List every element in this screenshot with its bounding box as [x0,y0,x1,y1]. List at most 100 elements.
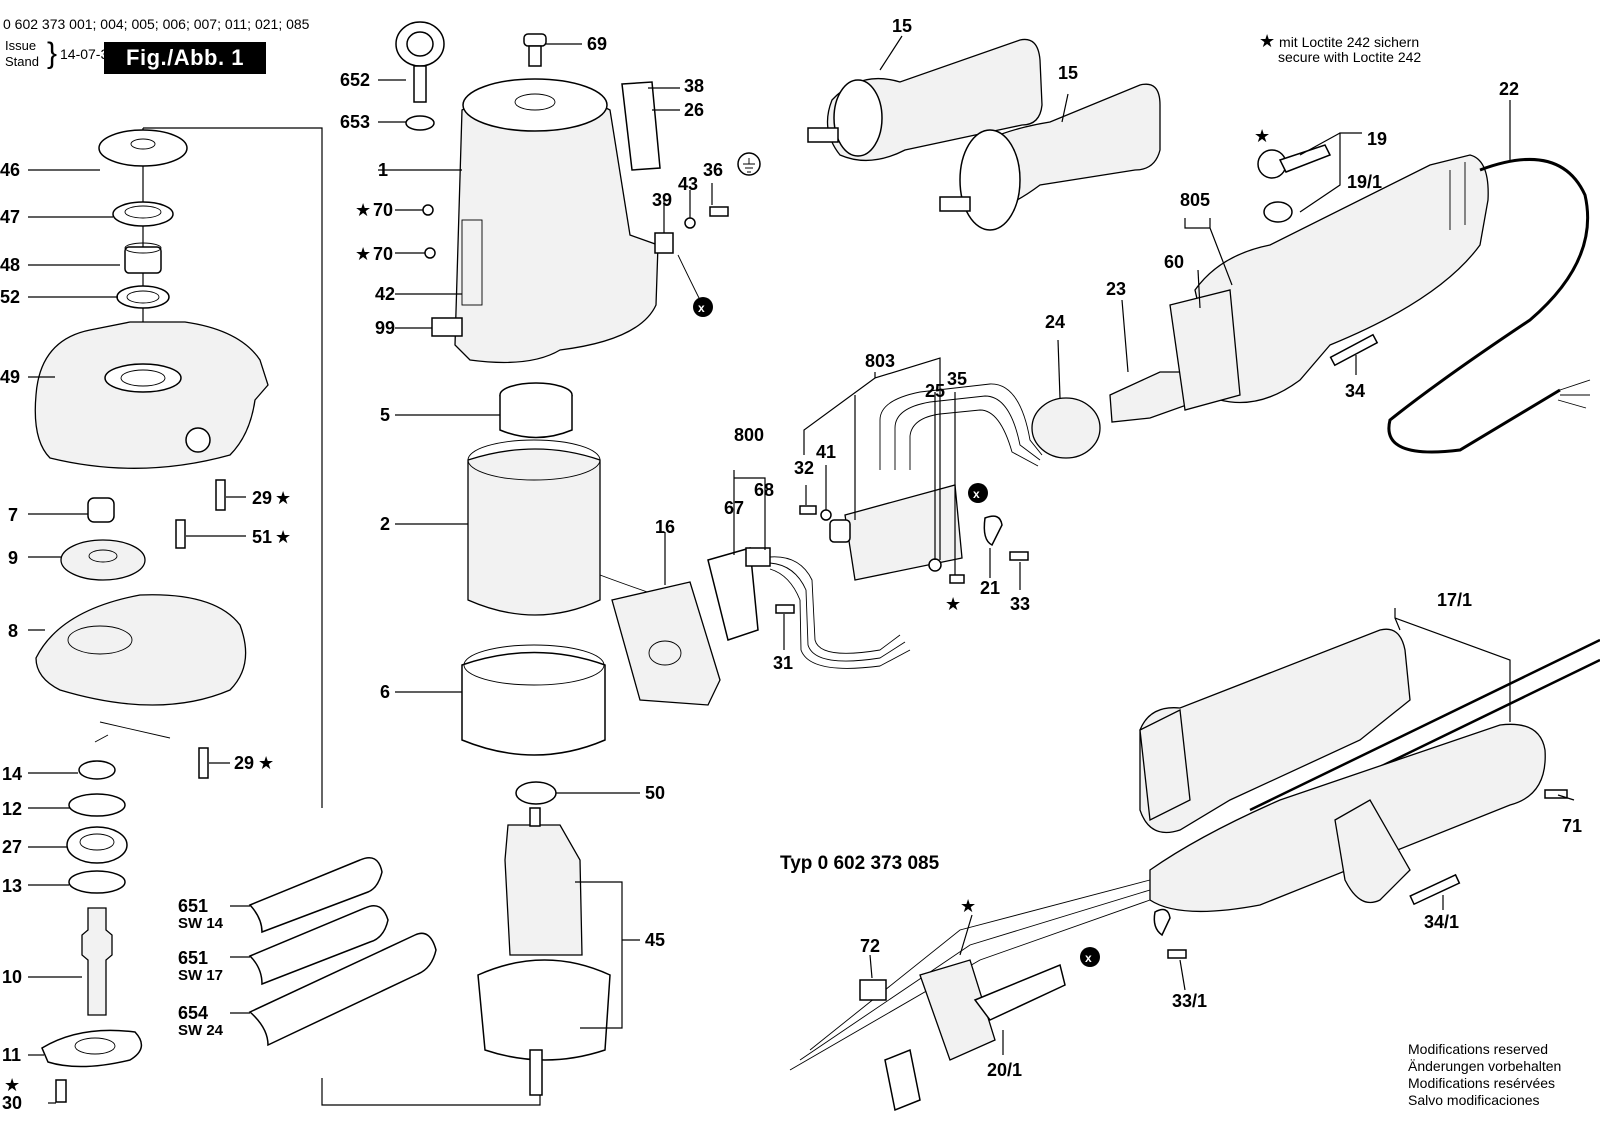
part-71-screw [1544,789,1568,799]
star-icon: ★ [1259,31,1276,51]
part-51-screw [175,519,186,549]
callout-45: 45 [645,930,665,950]
callout-68: 68 [754,480,774,500]
callout-8: 8 [8,621,18,641]
star-icon: ★ [258,753,274,774]
callout-11: 11 [2,1045,21,1065]
callout-651-b: 651 [178,948,208,968]
part-22-power-cord [1387,157,1590,454]
part-805-handle-housing [1194,154,1489,404]
callout-652: 652 [340,70,370,90]
callout-32: 32 [794,458,814,478]
callout-48: 48 [0,255,20,275]
callout-17-1: 17/1 [1437,590,1472,610]
part-27-bearing [66,826,128,864]
part-7-needle-bearing [87,497,115,523]
leader-lines [28,35,1575,1104]
callout-20-1: 20/1 [987,1060,1022,1080]
typ-085-group: x [789,628,1600,1112]
left-bracket-line [143,127,323,808]
part-99-label [431,317,463,337]
part-52-ring [116,285,170,309]
callout-50: 50 [645,783,665,803]
callout-651-a: 651 [178,896,208,916]
part-9-gear [60,539,146,581]
callout-33-1: 33/1 [1172,991,1207,1011]
part-21-clip [983,515,1003,547]
type-label: Typ 0 602 373 085 [780,853,940,874]
callout-34: 34 [1345,381,1365,401]
callout-67: 67 [724,498,744,518]
issue-brace: } [47,37,58,70]
part-13-ring [68,870,126,894]
callout-12: 12 [2,799,22,819]
modifications-note: Modifications reserved Änderungen vorbeh… [1408,1041,1561,1109]
part-68-connector [745,547,771,567]
callout-29-b: 29 [234,753,254,773]
callout-35: 35 [947,369,967,389]
bottom-bracket-line [321,1078,541,1106]
callout-13: 13 [2,876,22,896]
callout-1: 1 [378,160,388,180]
model-number-list: 0 602 373 001; 004; 005; 006; 007; 011; … [3,16,310,32]
issue-label: Issue [5,38,37,53]
wrench-651-sw17 [248,905,389,986]
part-46-flange [98,129,188,167]
rotation-arrow [94,721,171,743]
callout-803: 803 [865,351,895,371]
handle-cover [1334,799,1411,904]
wiring-group: x [611,371,1196,706]
part-33-1-clip [1153,908,1171,937]
callout-5: 5 [380,405,390,425]
part-19-1-nut [1263,201,1293,223]
callout-41: 41 [816,442,836,462]
callout-42: 42 [375,284,395,304]
callout-23: 23 [1106,279,1126,299]
part-803-switch [844,484,963,581]
part-10-spindle [81,907,113,1016]
callout-30: 30 [2,1093,22,1113]
star-icon: ★ [4,1075,20,1096]
callout-7: 7 [8,505,18,525]
callout-805: 805 [1180,190,1210,210]
handle-group [807,38,1591,454]
part-8-guard-plate [35,594,247,706]
part-33-screw [1009,551,1029,561]
part-20-1-switch [919,959,996,1061]
part-42-label [461,219,483,306]
callout-70-b: 70 [373,244,393,264]
part-36-screw [709,206,729,217]
callout-72: 72 [860,936,880,956]
star-icon: ★ [355,244,371,265]
wrench-size-sw24: SW 24 [178,1022,224,1039]
callout-31: 31 [773,653,793,673]
part-35-screw [949,574,965,584]
callout-2: 2 [380,514,390,534]
callout-46: 46 [0,160,20,180]
callout-15-b: 15 [1058,63,1078,83]
callout-70-a: 70 [373,200,393,220]
callout-60: 60 [1164,252,1184,272]
wrench-size-sw14: SW 14 [178,915,224,932]
star-icon: ★ [960,896,976,917]
star-icon: ★ [1254,126,1270,147]
callout-27: 27 [2,837,22,857]
part-32-screw [799,505,817,515]
callout-6: 6 [380,682,390,702]
callout-15-a: 15 [892,16,912,36]
callout-69: 69 [587,34,607,54]
part-49-gear-housing [34,321,269,469]
part-69-screw [523,33,547,47]
callout-52: 52 [0,287,20,307]
part-653-washer [405,115,435,131]
callout-19-1: 19/1 [1347,172,1382,192]
callout-25: 25 [925,381,945,401]
callout-71: 71 [1562,816,1582,836]
svg-text:x: x [1085,951,1092,965]
callout-653: 653 [340,112,370,132]
callout-10: 10 [2,967,22,987]
callout-47: 47 [0,207,20,227]
callout-49: 49 [0,367,20,387]
